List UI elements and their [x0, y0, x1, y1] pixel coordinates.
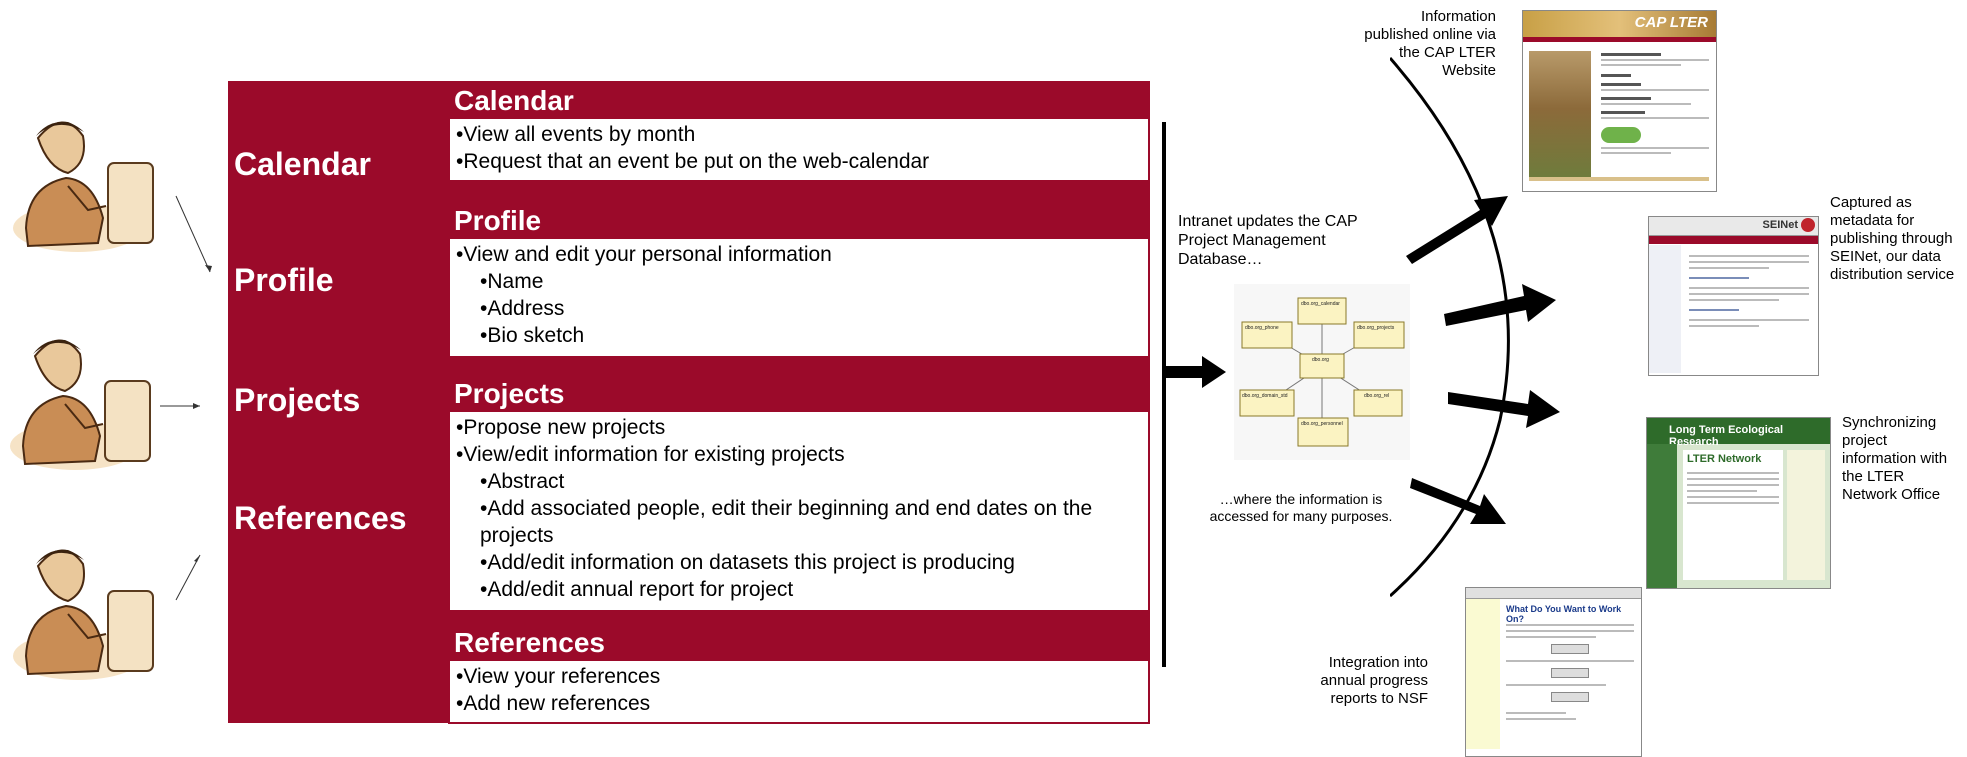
seinet-logo-text: SEINet — [1762, 219, 1798, 231]
db-table-label: dbo.org_personnel — [1301, 421, 1343, 427]
intranet-caption: Intranet updates the CAP Project Managem… — [1178, 213, 1358, 268]
list-subitem: •Bio sketch — [480, 324, 585, 347]
arrow-right-icon — [1164, 356, 1226, 388]
list-subitem: •Abstract — [480, 470, 565, 493]
cap-lter-website-thumbnail[interactable]: CAP LTER — [1522, 10, 1717, 192]
list-subitem: •Add/edit annual report for project — [480, 578, 794, 601]
lter-network-heading: LTER Network — [1687, 453, 1762, 465]
seinet-thumbnail[interactable]: SEINet — [1648, 216, 1819, 376]
lter-title-text: Long Term Ecological Research — [1669, 424, 1784, 448]
nsf-page-title: What Do You Want to Work On? — [1506, 604, 1622, 624]
profile-section-title: Profile — [448, 203, 1150, 239]
category-calendar[interactable]: Calendar — [234, 146, 371, 182]
list-item: •View your references — [456, 665, 661, 688]
list-subitem: •Name — [480, 270, 544, 293]
list-item: •View all events by month — [456, 123, 696, 146]
distribution-arc — [1390, 57, 1510, 598]
category-references[interactable]: References — [234, 500, 407, 536]
db-table-label: dbo.org_rel — [1364, 393, 1389, 399]
list-item: •Add new references — [456, 692, 651, 715]
projects-section: Projects •Propose new projects •View/edi… — [448, 376, 1150, 612]
output-seinet-caption: Captured as metadata for publishing thro… — [1830, 194, 1955, 283]
nsf-report-thumbnail[interactable]: What Do You Want to Work On? — [1465, 587, 1642, 757]
db-table-label: dbo.org_calendar — [1301, 301, 1340, 307]
calendar-section: Calendar •View all events by month •Requ… — [448, 83, 1150, 182]
person-at-computer-icon — [13, 121, 154, 252]
db-table-label: dbo.org — [1312, 357, 1329, 363]
category-profile[interactable]: Profile — [234, 262, 334, 298]
list-subitem: •Add/edit information on datasets this p… — [480, 551, 1015, 574]
projects-section-title: Projects — [448, 376, 1150, 412]
references-section-title: References — [448, 625, 1150, 661]
arrow-right-icon — [1448, 390, 1560, 428]
divider-line — [1162, 122, 1166, 667]
references-section: References •View your references •Add ne… — [448, 625, 1150, 724]
person-at-computer-icon — [10, 339, 151, 470]
db-table-label: dbo.org_projects — [1357, 325, 1395, 331]
output-nsf-caption: Integration into annual progress reports… — [1320, 654, 1428, 707]
list-subitem: •Add associated people, edit their begin… — [480, 497, 1093, 547]
calendar-section-title: Calendar — [448, 83, 1150, 119]
list-item: •Propose new projects — [456, 416, 666, 439]
database-schema-diagram: dbo.org_calendar dbo.org_phone dbo.org_p… — [1234, 284, 1410, 460]
list-item: •Request that an event be put on the web… — [456, 150, 930, 173]
lter-network-thumbnail[interactable]: Long Term Ecological Research LTER Netwo… — [1646, 417, 1831, 589]
arrow-up-right-icon — [1406, 196, 1508, 264]
arrow-right-icon — [1444, 284, 1556, 326]
profile-section-body: •View and edit your personal information… — [448, 239, 1150, 358]
output-lter-caption: Synchronizing project information with t… — [1842, 414, 1948, 503]
list-subitem: •Address — [480, 297, 565, 320]
output-website-caption: Information published online via the CAP… — [1364, 8, 1496, 79]
cap-lter-banner-text: CAP LTER — [1634, 14, 1708, 31]
arrow-down-right-icon — [1410, 478, 1506, 524]
projects-section-body: •Propose new projects •View/edit informa… — [448, 412, 1150, 612]
connector-lines — [160, 195, 212, 601]
list-item: •View and edit your personal information — [456, 243, 832, 266]
db-table-label: dbo.org_phone — [1245, 325, 1279, 331]
category-projects[interactable]: Projects — [234, 382, 361, 418]
calendar-section-body: •View all events by month •Request that … — [448, 119, 1150, 182]
person-at-computer-icon — [13, 549, 154, 680]
profile-section: Profile •View and edit your personal inf… — [448, 203, 1150, 358]
list-item: •View/edit information for existing proj… — [456, 443, 845, 466]
db-table-label: dbo.org_domain_std — [1242, 393, 1288, 399]
access-caption: …where the information is accessed for m… — [1209, 491, 1393, 524]
seinet-logo-icon — [1801, 218, 1815, 232]
references-section-body: •View your references •Add new reference… — [448, 661, 1150, 724]
